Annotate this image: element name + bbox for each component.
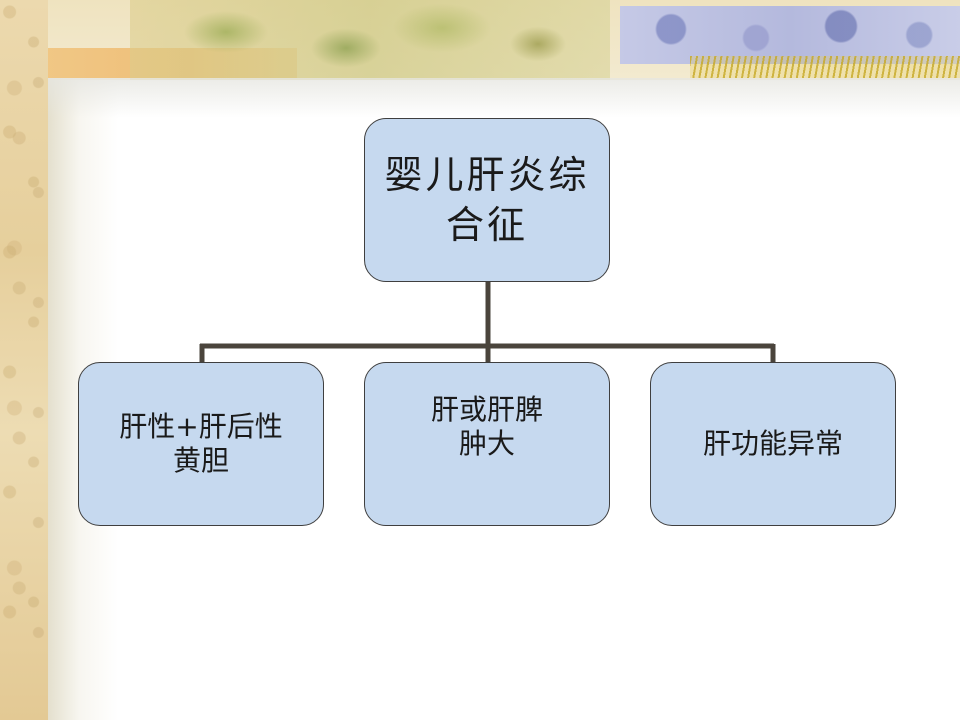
node-child-3: 肝功能异常 xyxy=(650,362,896,526)
node-child-2-label: 肝或肝脾 肿大 xyxy=(431,393,543,461)
node-child-2: 肝或肝脾 肿大 xyxy=(364,362,610,526)
node-child-2-line-2: 肿大 xyxy=(458,427,515,460)
banner-leaf-texture xyxy=(130,0,610,80)
node-root-line-1: 婴儿肝炎综 xyxy=(384,153,590,197)
decorative-banner xyxy=(0,0,960,80)
node-root-label: 婴儿肝炎综 合征 xyxy=(384,150,589,250)
banner-grass-texture xyxy=(690,56,960,78)
decorative-left-strip xyxy=(0,0,48,720)
node-child-3-label: 肝功能异常 xyxy=(703,427,843,461)
node-root-line-2: 合征 xyxy=(445,203,528,247)
node-child-1-line-2: 黄胆 xyxy=(172,444,229,477)
node-child-1-line-1: 肝性+肝后性 xyxy=(119,410,283,443)
decorative-banner-shadow xyxy=(48,78,960,118)
node-child-1-label: 肝性+肝后性 黄胆 xyxy=(119,410,282,478)
node-child-2-line-1: 肝或肝脾 xyxy=(430,393,543,426)
node-child-3-line-1: 肝功能异常 xyxy=(702,427,843,460)
node-child-1: 肝性+肝后性 黄胆 xyxy=(78,362,324,526)
banner-flower-texture xyxy=(620,6,960,64)
node-root: 婴儿肝炎综 合征 xyxy=(364,118,610,282)
